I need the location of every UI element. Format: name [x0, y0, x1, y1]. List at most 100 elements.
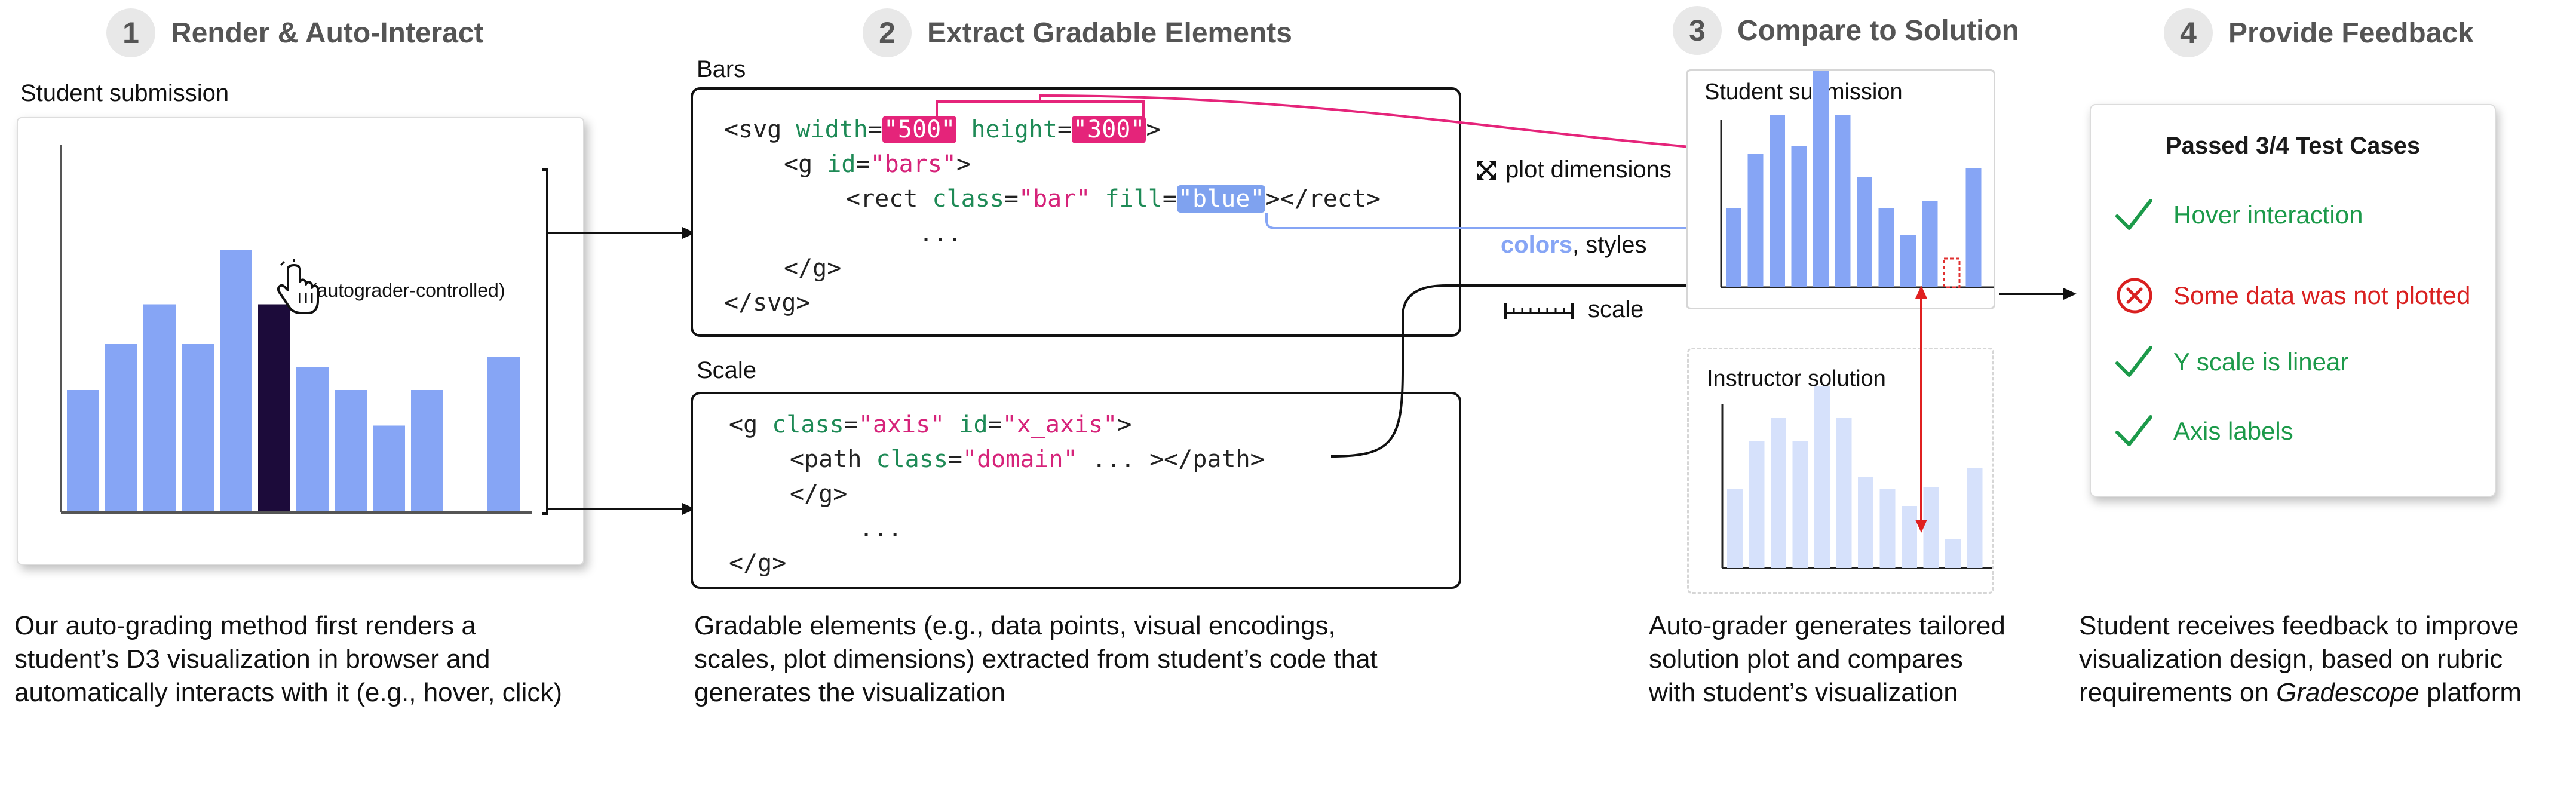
bars-code-box: <svg width="500" height="300"> <g id="ba…	[691, 87, 1461, 337]
code-line: </g>	[729, 550, 787, 577]
bar	[1922, 201, 1938, 287]
step-title: Render & Auto-Interact	[171, 17, 484, 49]
bar	[67, 390, 99, 511]
scale-label: Scale	[697, 357, 757, 383]
bars-label: Bars	[697, 56, 746, 82]
code-line: <g id="bars">	[784, 151, 971, 178]
step-4-header: 4 Provide Feedback	[2164, 8, 2474, 57]
error-x-icon	[2117, 278, 2152, 314]
feedback-item-axis-labels: Axis labels	[2115, 413, 2293, 449]
bar	[1923, 487, 1939, 568]
test-cases-title: Passed 3/4 Test Cases	[2165, 133, 2421, 159]
bar	[1792, 441, 1808, 568]
bar	[1791, 146, 1807, 287]
bar	[1726, 208, 1741, 287]
styles-word: , styles	[1572, 232, 1647, 258]
student-chart-card: (autograder-controlled)	[17, 117, 584, 565]
step-number: 2	[863, 8, 912, 57]
code-line: </g>	[784, 254, 842, 282]
bar	[182, 344, 214, 511]
code-line: </svg>	[724, 289, 811, 317]
bar	[1814, 386, 1830, 568]
scale-text: scale	[1588, 296, 1644, 323]
bar	[1857, 177, 1872, 287]
colors-word: colors	[1501, 232, 1573, 258]
bar	[1727, 489, 1743, 568]
step-number: 3	[1673, 6, 1722, 55]
bar	[1965, 168, 1982, 287]
colors-styles-annotation: colors, styles	[1501, 232, 1647, 259]
code-line: <path class="domain" ... ></path>	[790, 446, 1265, 473]
student-bar-chart	[60, 145, 532, 514]
code-line: </g>	[790, 480, 848, 508]
plot-dimensions-annotation: plot dimensions	[1474, 156, 1672, 183]
step-title: Extract Gradable Elements	[927, 17, 1292, 49]
step-2-header: 2 Extract Gradable Elements	[863, 8, 1292, 57]
scale-code-box: <g class="axis" id="x_axis"> <path class…	[691, 392, 1461, 589]
width-value: "500"	[882, 116, 957, 143]
height-value: "300"	[1072, 116, 1146, 143]
student-submission-card: Student submission	[1686, 69, 1995, 309]
plot-dimensions-text: plot dimensions	[1505, 156, 1672, 183]
hand-cursor-icon	[277, 259, 319, 314]
scale-annotation: scale	[1504, 296, 1643, 323]
description-4: Student receives feedback to improve vis…	[2079, 611, 2522, 707]
comparison-arrow	[1915, 286, 1927, 533]
step-title: Provide Feedback	[2228, 17, 2474, 49]
bar	[373, 425, 405, 511]
student-submission-label: Student submission	[20, 80, 229, 106]
step-title: Compare to Solution	[1737, 14, 2019, 47]
step-1-header: 1 Render & Auto-Interact	[106, 8, 484, 57]
description-3: Auto-grader generates tailored solution …	[1649, 611, 2005, 707]
bar	[1945, 539, 1961, 568]
code-line: <g class="axis" id="x_axis">	[729, 411, 1132, 438]
feedback-card: Passed 3/4 Test Cases Hover interaction …	[2090, 104, 2496, 497]
panel3-to-panel4-arrow	[1999, 288, 2077, 300]
bar	[220, 250, 252, 511]
code-line: ...	[919, 220, 962, 247]
bar	[1771, 418, 1786, 568]
bar	[1770, 115, 1785, 287]
bar	[411, 390, 443, 511]
fill-value: "blue"	[1176, 185, 1266, 213]
feedback-text: Hover interaction	[2173, 201, 2363, 229]
step-number: 1	[106, 8, 155, 57]
bar	[1902, 506, 1917, 568]
axis-ruler-icon	[1504, 303, 1574, 319]
student-submission-label: Student submission	[1704, 79, 1903, 105]
instructor-solution-label: Instructor solution	[1707, 366, 1886, 391]
bar	[335, 390, 367, 511]
autograder-annotation: (autograder-controlled)	[311, 280, 505, 301]
bar	[1878, 208, 1894, 287]
code-line: ...	[859, 515, 903, 542]
feedback-text: Y scale is linear	[2173, 348, 2349, 376]
bar	[143, 304, 176, 511]
student-bar-chart-small	[1720, 71, 1994, 288]
bar	[1836, 418, 1852, 568]
check-icon	[2115, 346, 2152, 377]
bar	[296, 367, 329, 511]
bar	[1879, 489, 1896, 568]
bar	[105, 344, 137, 511]
bar	[1835, 115, 1851, 287]
description-2: Gradable elements (e.g., data points, vi…	[694, 611, 1378, 707]
feedback-text: Some data was not plotted	[2173, 281, 2471, 309]
bar	[1967, 468, 1983, 568]
gradescope-name: Gradescope	[2276, 678, 2419, 707]
bar	[487, 357, 520, 511]
feedback-item-data: Some data was not plotted	[2116, 277, 2470, 314]
description-1: Our auto-grading method first renders a …	[14, 611, 562, 707]
code-line: <rect class="bar" fill="blue"></rect>	[846, 185, 1381, 213]
missing-bar	[1943, 257, 1961, 288]
bar	[1858, 477, 1873, 568]
bar	[1749, 441, 1765, 568]
check-icon	[2115, 199, 2152, 230]
hovered-bar	[258, 304, 290, 511]
step-3-header: 3 Compare to Solution	[1673, 6, 2019, 55]
instructor-bar-chart	[1721, 386, 1992, 569]
step-number: 4	[2164, 8, 2213, 57]
bar	[1900, 235, 1916, 287]
instructor-solution-card: Instructor solution	[1687, 348, 1994, 594]
expand-icon	[1477, 160, 1496, 180]
bar	[1813, 71, 1829, 287]
